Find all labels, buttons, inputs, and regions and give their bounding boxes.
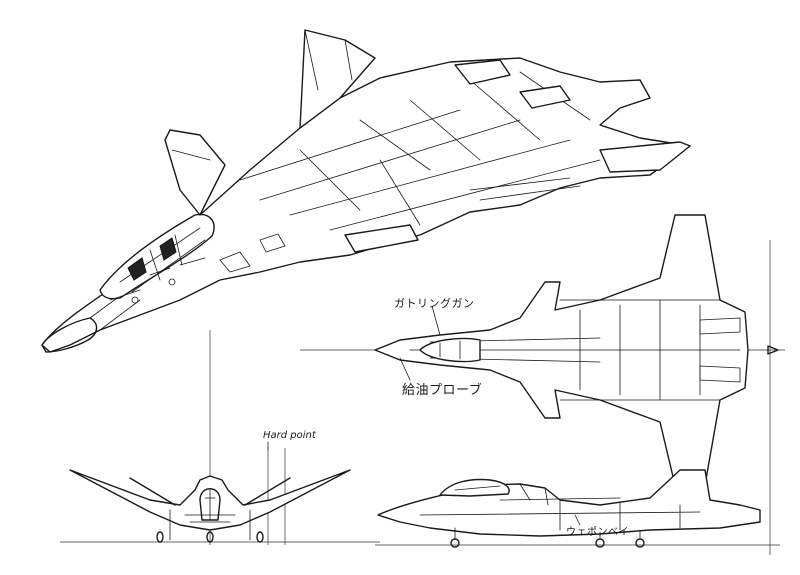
refuel-probe-leader bbox=[399, 357, 411, 381]
perspective-tail-right bbox=[164, 129, 226, 216]
top-view bbox=[300, 214, 785, 555]
perspective-airframe bbox=[41, 57, 691, 353]
weapon-bay-label: ウェポンベイ bbox=[566, 527, 629, 538]
gatling-gun-label: ガトリングガン bbox=[394, 297, 475, 310]
perspective-view bbox=[41, 29, 691, 353]
gatling-gun-leader bbox=[431, 305, 441, 336]
perspective-tail-left bbox=[299, 29, 376, 129]
hard-point-label: Hard point bbox=[263, 430, 316, 441]
side-view bbox=[375, 469, 780, 548]
side-view-airframe bbox=[377, 469, 761, 537]
front-view bbox=[60, 330, 380, 545]
refuel-probe-label: 給油プローブ bbox=[402, 383, 483, 398]
weapon-bay-leader bbox=[574, 514, 581, 526]
